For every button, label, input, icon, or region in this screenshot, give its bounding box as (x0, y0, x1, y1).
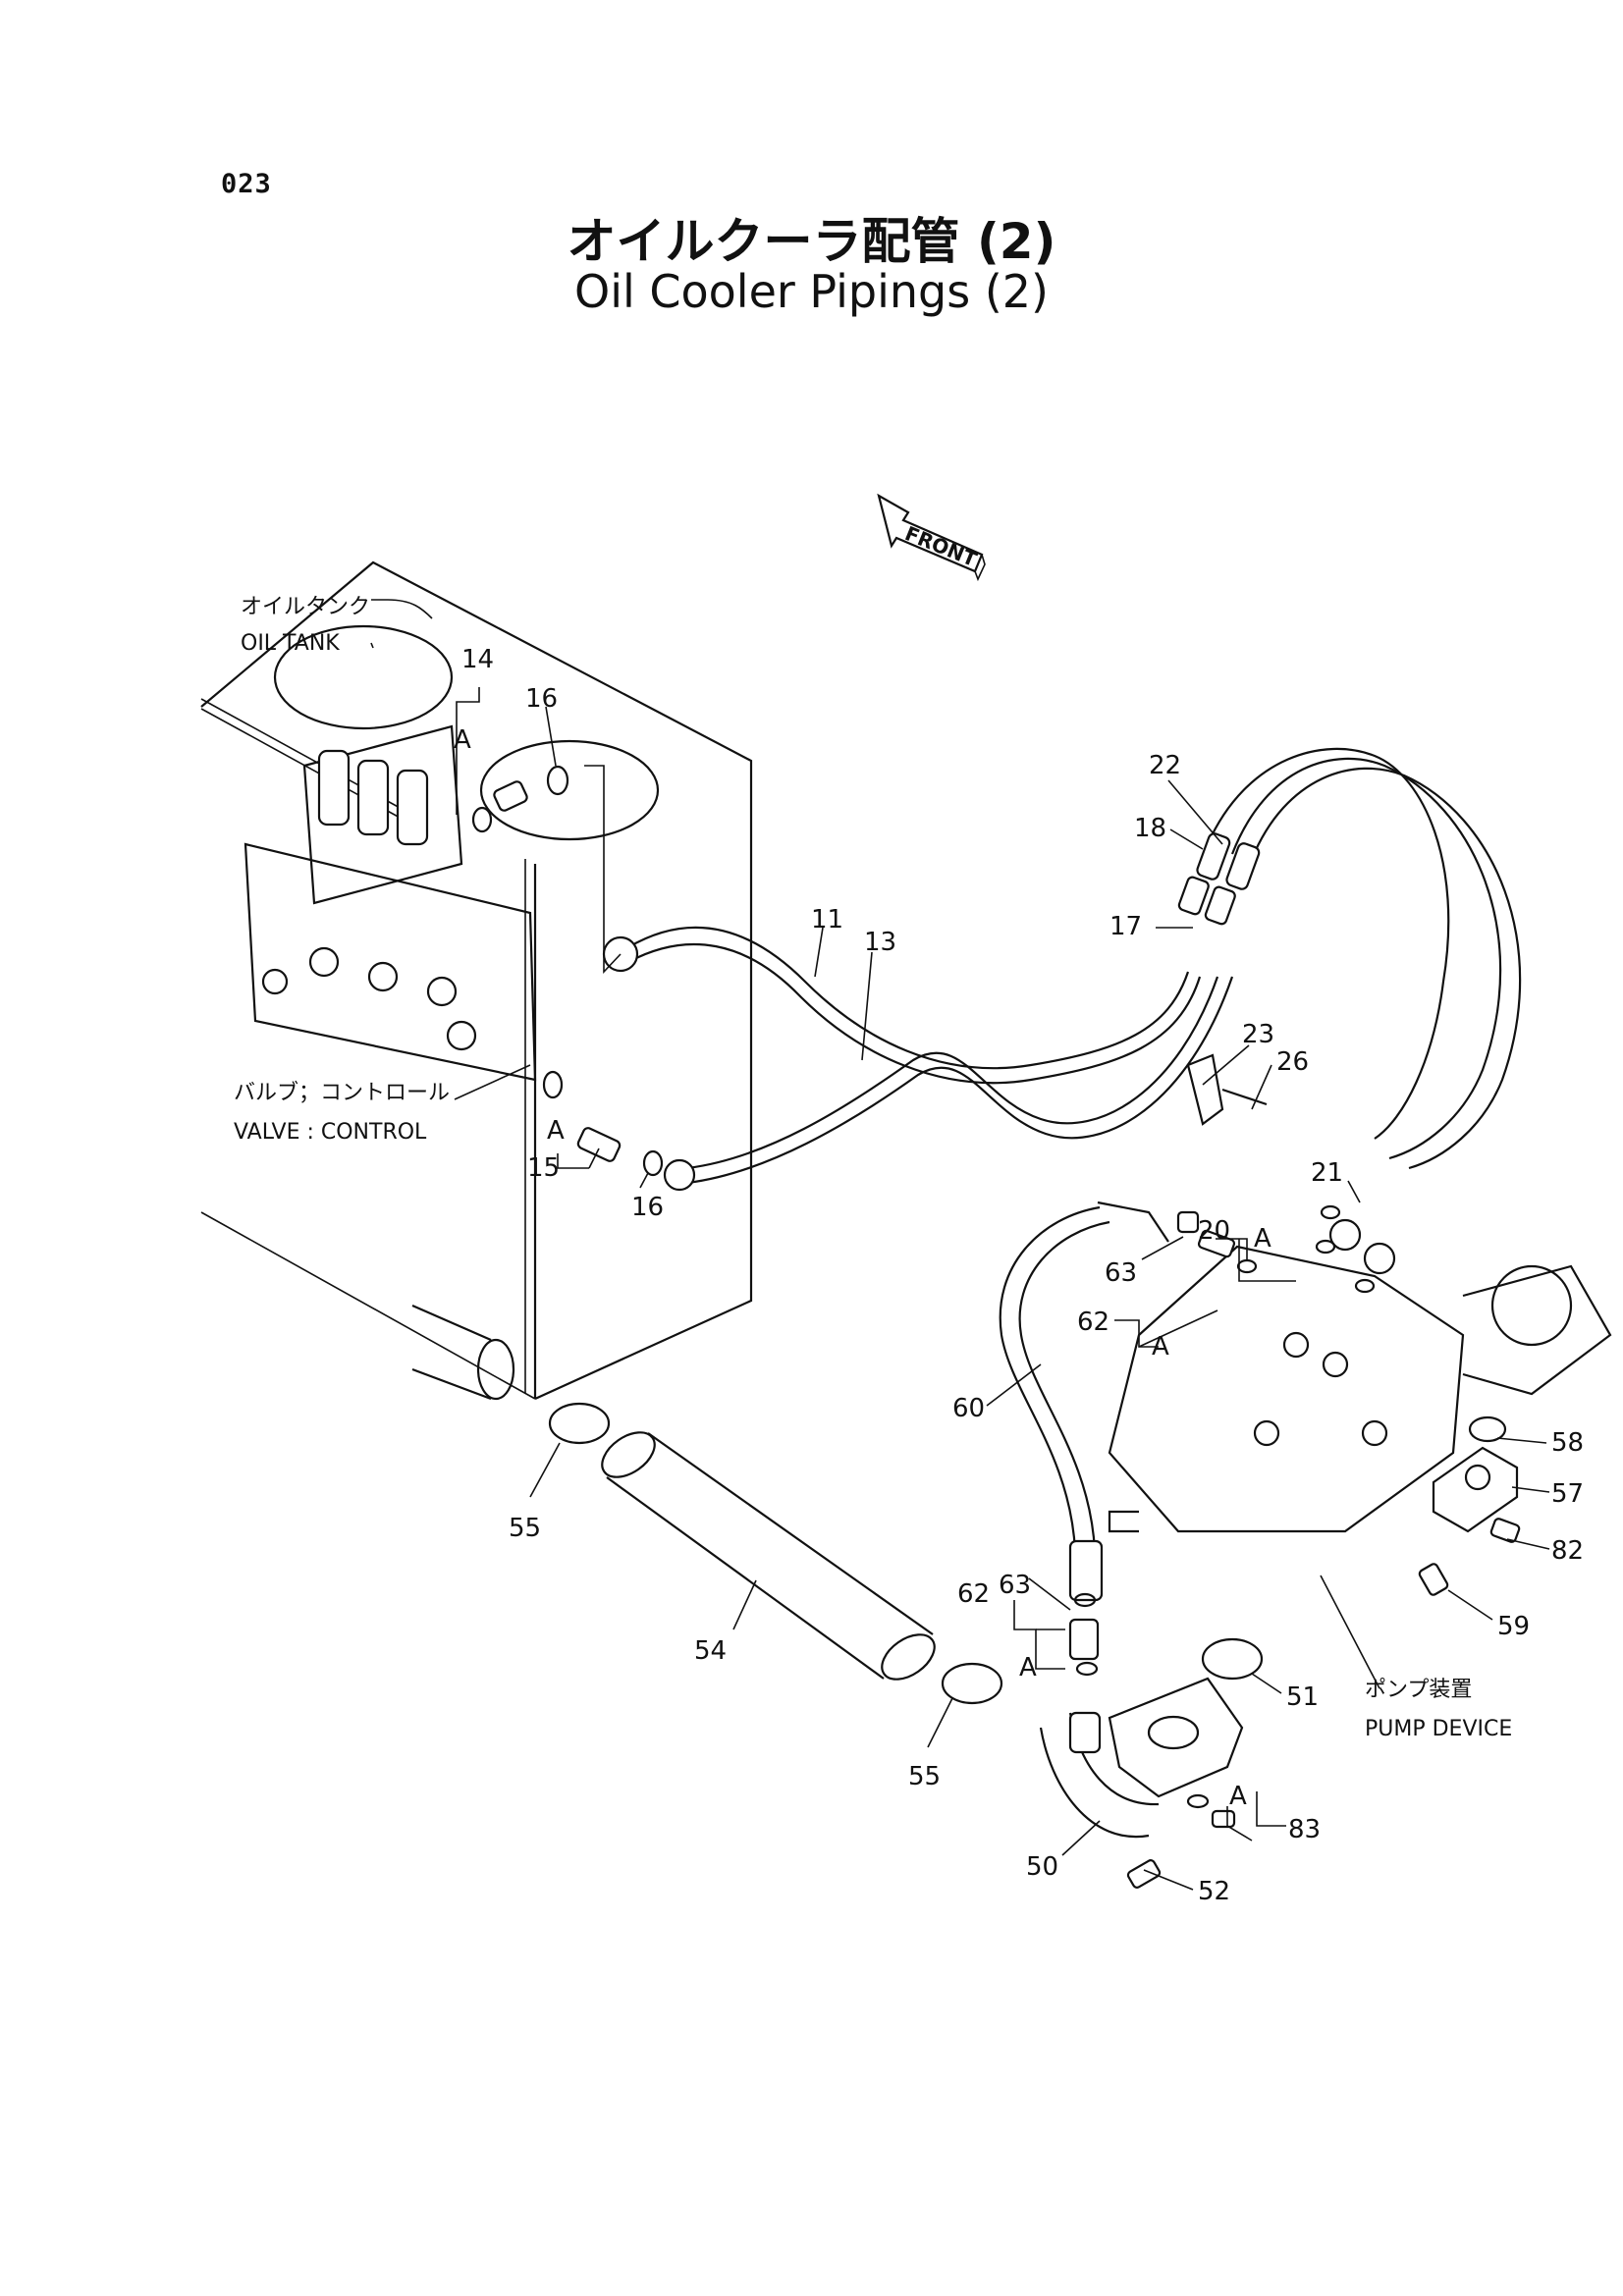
group-marker-a: A (1254, 1224, 1271, 1254)
fittings (471, 765, 1521, 1889)
callout-62: 62 (957, 1579, 990, 1609)
callout-55: 55 (509, 1514, 541, 1543)
callout-22: 22 (1149, 751, 1181, 780)
hose-clamp-icon (548, 1402, 1003, 1705)
hose-60 (999, 1201, 1169, 1602)
fitting-57 (1432, 1415, 1519, 1533)
pipe-lines (584, 765, 1234, 1192)
callout-21: 21 (1311, 1158, 1343, 1188)
callout-23: 23 (1242, 1020, 1274, 1049)
callout-63: 63 (999, 1571, 1031, 1600)
suction-pipe (601, 1431, 1244, 1839)
callout-54: 54 (694, 1636, 727, 1666)
group-marker-a: A (1019, 1653, 1037, 1682)
leader-lines (370, 599, 1550, 1891)
group-marker-a: A (1229, 1782, 1247, 1811)
front-label: FRONT (901, 521, 980, 571)
callout-63: 63 (1105, 1258, 1137, 1288)
pump-label-ja: ポンプ装置 (1365, 1678, 1472, 1702)
callout-50: 50 (1026, 1852, 1058, 1882)
oil-tank-label-en: OIL TANK (241, 631, 340, 656)
front-arrow-icon: FRONT (877, 493, 986, 582)
pump-device (1108, 1245, 1612, 1681)
group-marker-a: A (547, 1116, 565, 1146)
callout-13: 13 (864, 928, 896, 957)
oil-tank-label-ja: オイルタンク (241, 595, 370, 619)
group-marker-a: A (454, 725, 471, 755)
valve-label-en: VALVE : CONTROL (234, 1120, 427, 1145)
callout-15: 15 (527, 1153, 560, 1183)
control-valve (243, 724, 537, 1082)
callout-20: 20 (1198, 1216, 1230, 1246)
callout-51: 51 (1286, 1682, 1319, 1712)
group-marker-a: A (1152, 1332, 1169, 1362)
callout-58: 58 (1551, 1428, 1584, 1458)
callout-82: 82 (1551, 1536, 1584, 1566)
callout-16: 16 (631, 1193, 664, 1222)
callout-83: 83 (1288, 1815, 1321, 1844)
callout-14: 14 (461, 645, 494, 674)
pump-label-en: PUMP DEVICE (1365, 1717, 1512, 1741)
valve-label-ja: バルブ；コントロール (234, 1081, 450, 1105)
callout-59: 59 (1497, 1612, 1530, 1641)
callout-62: 62 (1077, 1308, 1109, 1337)
title-english: Oil Cooler Pipings (2) (574, 265, 1049, 318)
title-japanese: オイルクーラ配管 (2) (567, 213, 1056, 270)
callout-55: 55 (908, 1762, 941, 1791)
callout-18: 18 (1134, 814, 1166, 843)
callout-60: 60 (952, 1394, 985, 1423)
callout-16: 16 (525, 684, 558, 714)
callout-17: 17 (1109, 912, 1142, 941)
page-number: 023 (221, 169, 272, 199)
callout-26: 26 (1276, 1047, 1309, 1077)
callout-52: 52 (1198, 1877, 1230, 1906)
callout-57: 57 (1551, 1479, 1584, 1509)
callout-11: 11 (811, 905, 843, 934)
oil-tank (200, 561, 753, 1401)
hoses (1177, 747, 1522, 1170)
